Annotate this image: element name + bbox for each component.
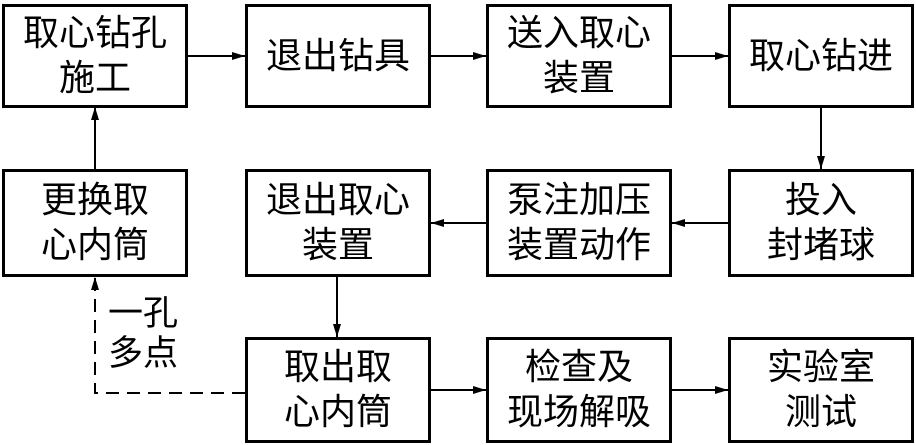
- node-drop-sealing-ball: 投入 封堵球: [728, 169, 914, 277]
- node-label-line: 现场解吸: [506, 392, 651, 432]
- node-label-line: 封堵球: [766, 225, 875, 265]
- annotation-line: 一孔: [108, 294, 179, 333]
- node-replace-core-inner-barrel: 更换取 心内筒: [2, 169, 188, 277]
- one-hole-multi-point-annotation: 一孔 多点: [108, 294, 178, 374]
- node-inspection-field-desorption: 检查及 现场解吸: [486, 337, 672, 443]
- node-label-line: 取出取: [283, 347, 392, 387]
- node-insert-coring-device: 送入取心 装置: [486, 4, 672, 108]
- node-label-line: 送入取心: [506, 13, 651, 53]
- node-label-line: 装置动作: [506, 225, 651, 265]
- node-label-line: 心内筒: [283, 392, 392, 432]
- node-label-line: 装置: [301, 225, 374, 265]
- node-coring-borehole-construction: 取心钻孔 施工: [2, 4, 188, 108]
- node-label-line: 更换取: [40, 180, 149, 220]
- node-label-line: 退出钻具: [265, 35, 410, 76]
- node-label-line: 测试: [784, 392, 857, 432]
- node-label-line: 装置: [542, 58, 615, 98]
- node-label-line: 退出取心: [265, 180, 410, 220]
- node-withdraw-drill-tools: 退出钻具: [245, 4, 431, 108]
- node-pump-pressurize-device-action: 泵注加压 装置动作: [486, 169, 672, 277]
- node-coring-drilling: 取心钻进: [728, 4, 914, 108]
- node-label-line: 施工: [58, 58, 131, 98]
- node-label-line: 取心钻进: [748, 35, 893, 76]
- node-label-line: 泵注加压: [506, 180, 651, 220]
- node-label-line: 取心钻孔: [22, 13, 167, 53]
- node-withdraw-coring-device: 退出取心 装置: [245, 169, 431, 277]
- annotation-line: 多点: [108, 334, 179, 373]
- node-label-line: 心内筒: [40, 225, 149, 265]
- node-label-line: 投入: [784, 180, 857, 220]
- node-take-out-core-inner-barrel: 取出取 心内筒: [245, 337, 431, 443]
- node-label-line: 检查及: [524, 347, 633, 387]
- node-label-line: 实验室: [766, 347, 875, 387]
- node-laboratory-test: 实验室 测试: [728, 337, 914, 443]
